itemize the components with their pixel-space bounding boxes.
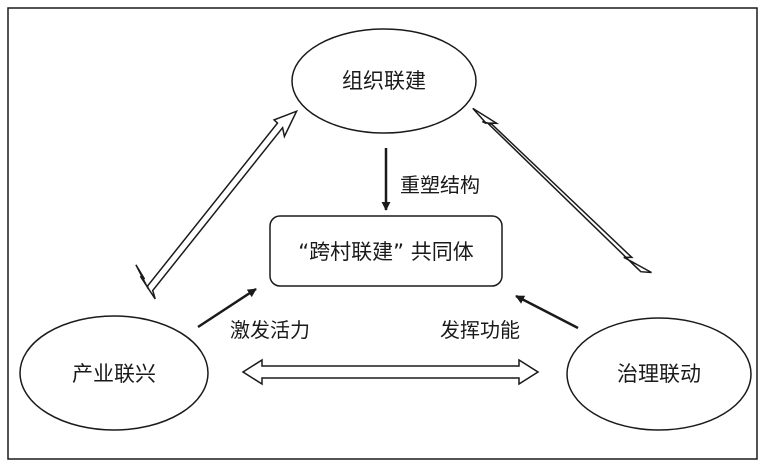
double-arrow-top-left: [135, 109, 299, 300]
node-top-ellipse: [291, 28, 477, 134]
node-top-label: 组织联建: [342, 69, 426, 93]
edge-label-right: 发挥功能: [440, 318, 520, 342]
double-arrow-top-right: [472, 107, 652, 274]
node-center-label: “跨村联建” 共同体: [298, 240, 473, 264]
node-center-box: [269, 215, 503, 287]
edge-label-left: 激发活力: [230, 318, 310, 342]
node-right-ellipse: [566, 317, 752, 431]
node-right-label: 治理联动: [617, 362, 701, 386]
double-arrow-bottom: [241, 358, 540, 386]
node-left-label: 产业联兴: [72, 362, 156, 386]
edge-label-down: 重塑结构: [400, 173, 480, 197]
node-left-ellipse: [19, 315, 209, 431]
arrow-right-to-center: [515, 294, 579, 330]
arrow-left-to-center: [197, 287, 257, 329]
